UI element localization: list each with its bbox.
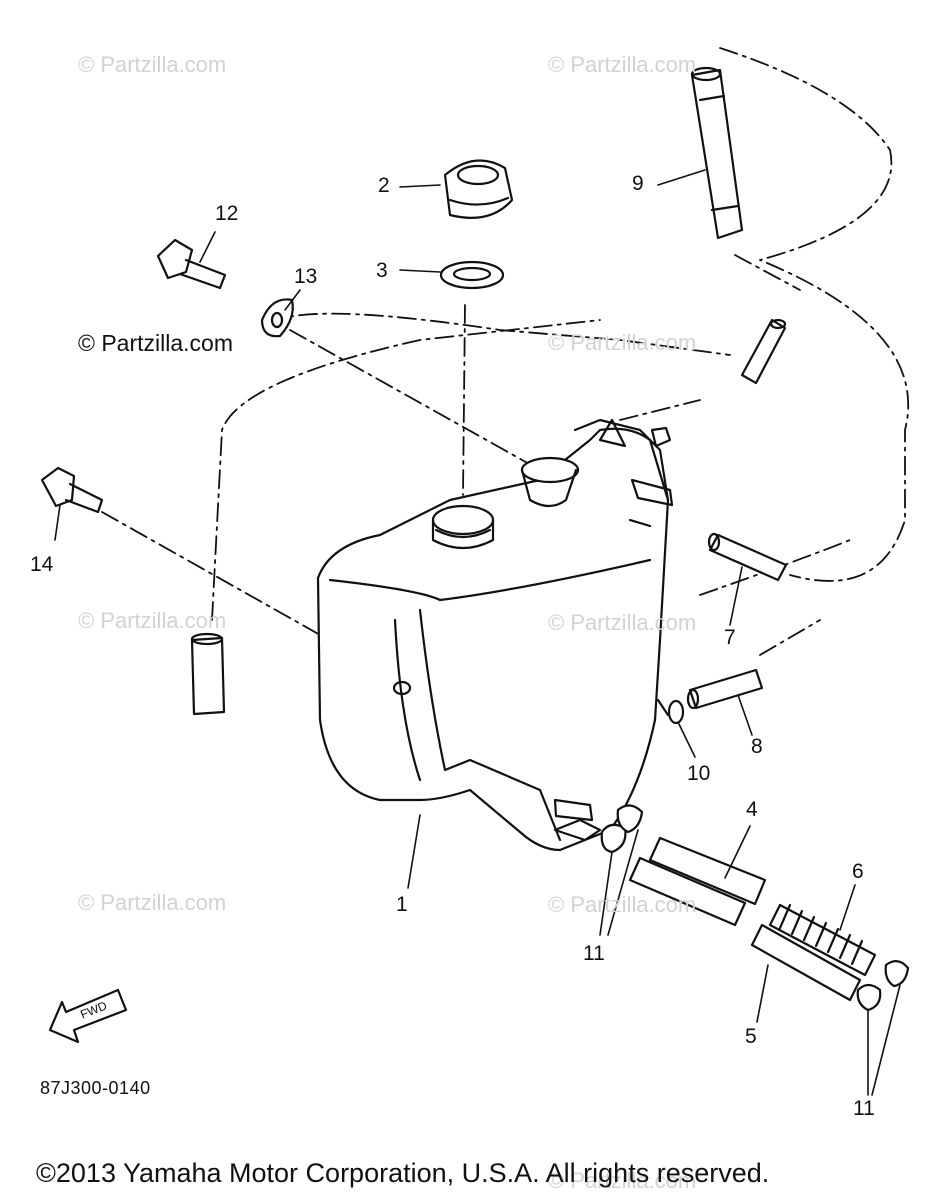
callout-4: 4 bbox=[746, 798, 758, 821]
watermark: © Partzilla.com bbox=[548, 892, 697, 917]
callout-10: 10 bbox=[687, 762, 711, 785]
watermark: © Partzilla.com bbox=[78, 52, 227, 77]
bolt-part-14 bbox=[40, 466, 104, 514]
watermark: © Partzilla.com bbox=[78, 608, 227, 633]
callout-2: 2 bbox=[378, 174, 390, 197]
oil-tank-part-1 bbox=[316, 418, 674, 852]
callout-1: 1 bbox=[396, 893, 408, 916]
watermark: © Partzilla.com bbox=[548, 330, 697, 355]
callout-14: 14 bbox=[30, 553, 54, 576]
copyright-notice: ©2013 Yamaha Motor Corporation, U.S.A. A… bbox=[36, 1158, 770, 1188]
callout-13: 13 bbox=[294, 265, 318, 288]
spring-part-6 bbox=[768, 903, 877, 977]
guide-lines bbox=[101, 47, 910, 681]
callout-12: 12 bbox=[215, 202, 239, 225]
watermark: © Partzilla.com bbox=[78, 890, 227, 915]
hose-segment-left bbox=[190, 632, 226, 716]
hose-segment-upper bbox=[740, 318, 787, 385]
callout-8: 8 bbox=[751, 735, 763, 758]
watermark: © Partzilla.com bbox=[548, 1168, 697, 1193]
callout-3: 3 bbox=[376, 259, 388, 282]
callout-5: 5 bbox=[745, 1025, 757, 1048]
leader-lines bbox=[54, 169, 901, 1096]
diagram-code: 87J300-0140 bbox=[40, 1078, 151, 1098]
callout-6: 6 bbox=[852, 860, 864, 883]
hose-part-7 bbox=[707, 532, 788, 582]
callout-7: 7 bbox=[724, 626, 736, 649]
watermark: © Partzilla.com bbox=[548, 52, 697, 77]
cap-part-2 bbox=[443, 159, 514, 219]
callout-11: 11 bbox=[583, 942, 605, 965]
watermark: © Partzilla.com bbox=[548, 610, 697, 635]
hose-part-8 bbox=[686, 668, 764, 710]
oring-part-10 bbox=[667, 699, 685, 725]
callout-11: 11 bbox=[853, 1097, 875, 1120]
watermark-main: © Partzilla.com bbox=[78, 330, 233, 356]
fwd-arrow-icon bbox=[48, 988, 128, 1044]
gasket-part-3 bbox=[439, 260, 505, 290]
bolt-part-12 bbox=[156, 238, 227, 290]
clamp-part-11 bbox=[600, 804, 910, 1012]
hose-part-5 bbox=[750, 923, 862, 1002]
callout-9: 9 bbox=[632, 172, 644, 195]
hose-part-9 bbox=[690, 66, 744, 240]
